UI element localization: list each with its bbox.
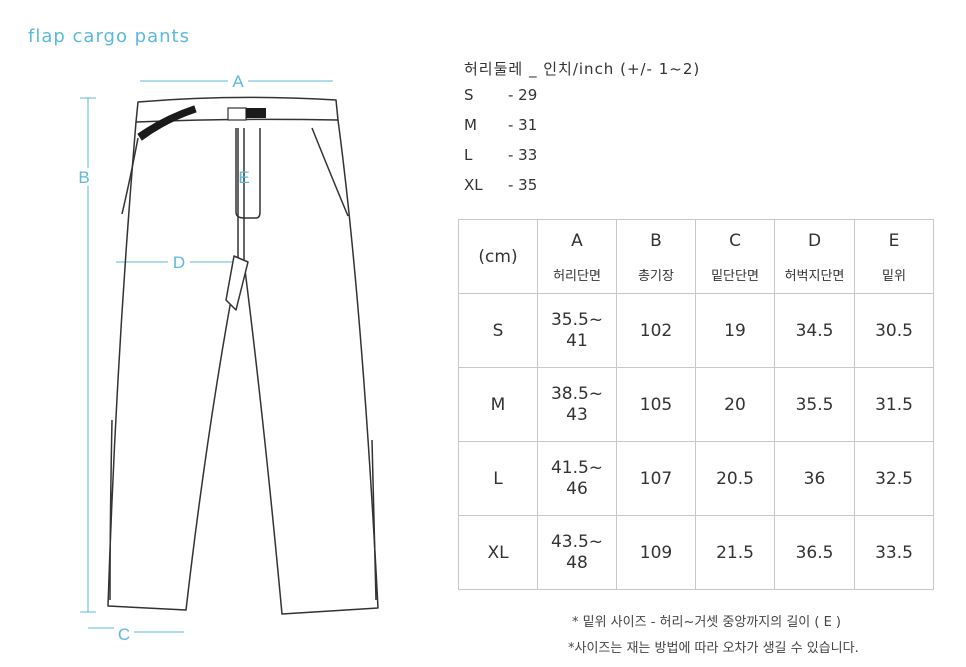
column-name: 허리단면 (553, 269, 601, 284)
table-row: M 38.5~43 105 20 35.5 31.5 (458, 367, 934, 442)
column-letter: E (888, 231, 900, 251)
waist-size: S (464, 86, 474, 104)
unit-header: (cm) (458, 219, 538, 294)
column-name: 밑위 (882, 269, 906, 284)
total-length-cell: 109 (616, 515, 696, 590)
column-header-d: D 허벅지단면 (774, 219, 855, 294)
column-letter: B (650, 231, 662, 251)
waist-value: - 35 (508, 176, 538, 194)
waist-row: S - 29 (464, 86, 700, 108)
column-header-c: C 밑단단면 (695, 219, 775, 294)
rise-cell: 31.5 (854, 367, 934, 442)
rise-cell: 33.5 (854, 515, 934, 590)
value-line: 43.5~ (550, 531, 604, 552)
value-line: 35.5~ (550, 309, 604, 330)
hem-cell: 20.5 (695, 441, 775, 516)
size-cell: S (458, 293, 538, 368)
waist-value: - 31 (508, 116, 538, 134)
waist-header: 허리둘레 _ 인치/inch (+/- 1~2) (464, 60, 701, 78)
column-header-b: B 총기장 (616, 219, 696, 294)
waist-size: M (464, 116, 477, 134)
value-line: 46 (566, 478, 588, 499)
hem-cell: 21.5 (695, 515, 775, 590)
waist-section-cell: 38.5~43 (537, 367, 617, 442)
measurement-guides (80, 80, 333, 633)
value-line: 41.5~ (550, 457, 604, 478)
total-length-cell: 105 (616, 367, 696, 442)
rise-note: * 밑위 사이즈 - 허리~거셋 중앙까지의 길이 ( E ) (572, 615, 841, 630)
waist-section-cell: 35.5~41 (537, 293, 617, 368)
waist-row: M - 31 (464, 116, 700, 138)
rise-cell: 32.5 (854, 441, 934, 516)
waist-size: L (464, 146, 473, 164)
column-letter: D (807, 231, 822, 251)
column-header-a: A 허리단면 (537, 219, 617, 294)
table-row: S 35.5~41 102 19 34.5 30.5 (458, 293, 934, 368)
label-a: A (232, 72, 244, 91)
label-b: B (78, 168, 89, 187)
waist-section-cell: 41.5~46 (537, 441, 617, 516)
waist-section-cell: 43.5~48 (537, 515, 617, 590)
total-length-cell: 107 (616, 441, 696, 516)
table-row: L 41.5~46 107 20.5 36 32.5 (458, 441, 934, 516)
thigh-cell: 36 (774, 441, 855, 516)
waist-value: - 29 (508, 86, 538, 104)
total-length-cell: 102 (616, 293, 696, 368)
column-header-e: E 밑위 (854, 219, 934, 294)
value-line: 43 (566, 404, 588, 425)
pants-measurement-diagram: A B D E C (78, 72, 379, 644)
thigh-cell: 35.5 (774, 367, 855, 442)
hem-cell: 20 (695, 367, 775, 442)
column-letter: C (729, 231, 741, 251)
size-cell: L (458, 441, 538, 516)
size-cell: XL (458, 515, 538, 590)
label-e: E (238, 168, 249, 187)
waist-size-list: 허리둘레 _ 인치/inch (+/- 1~2) S - 29 M - 31 L… (464, 58, 700, 206)
product-title: flap cargo pants (28, 26, 190, 47)
table-row: XL 43.5~48 109 21.5 36.5 33.5 (458, 515, 934, 590)
size-cell: M (458, 367, 538, 442)
measurement-disclaimer: *사이즈는 재는 방법에 따라 오차가 생길 수 있습니다. (568, 641, 859, 656)
size-chart-table: (cm) A 허리단면 B 총기장 C 밑단단면 D 허벅지단면 E 밑위 S … (458, 219, 934, 590)
label-c: C (118, 625, 130, 644)
value-line: 38.5~ (550, 383, 604, 404)
hem-cell: 19 (695, 293, 775, 368)
waist-row: XL - 35 (464, 176, 700, 198)
column-letter: A (571, 231, 583, 251)
rise-cell: 30.5 (854, 293, 934, 368)
waist-size: XL (464, 176, 483, 194)
table-header-row: (cm) A 허리단면 B 총기장 C 밑단단면 D 허벅지단면 E 밑위 (458, 219, 934, 294)
waist-row: L - 33 (464, 146, 700, 168)
belt-strap (137, 105, 266, 141)
column-name: 허벅지단면 (784, 269, 845, 284)
thigh-cell: 34.5 (774, 293, 855, 368)
thigh-cell: 36.5 (774, 515, 855, 590)
label-d: D (173, 253, 185, 272)
value-line: 48 (566, 552, 588, 573)
column-name: 총기장 (638, 269, 674, 284)
column-name: 밑단단면 (711, 269, 759, 284)
waist-value: - 33 (508, 146, 538, 164)
value-line: 41 (566, 330, 588, 351)
